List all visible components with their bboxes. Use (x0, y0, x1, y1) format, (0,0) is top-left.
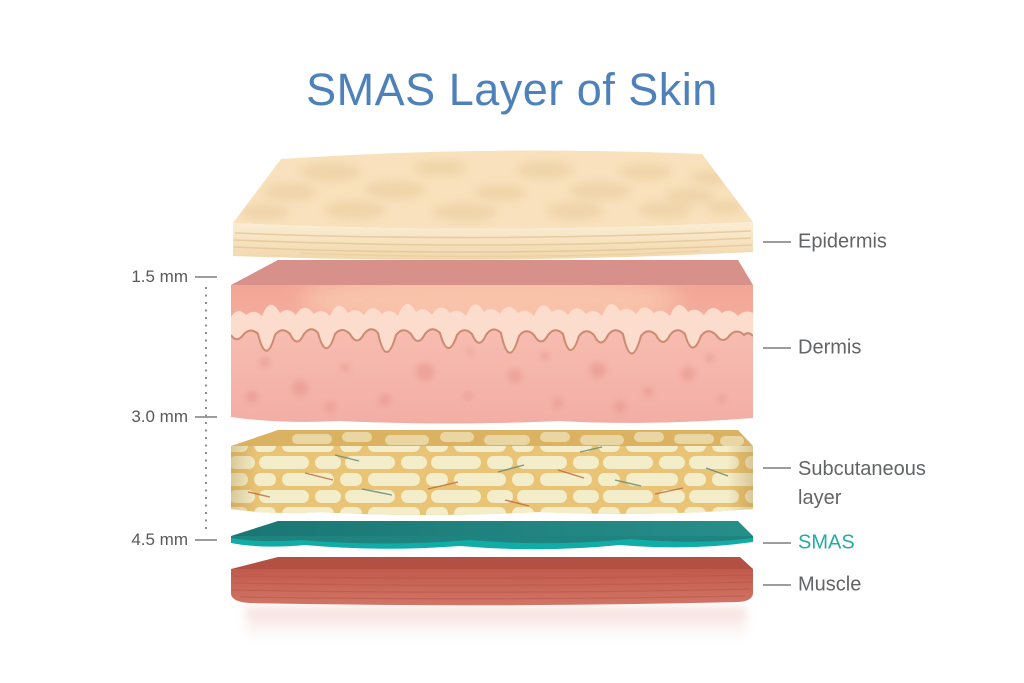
label-dermis: Dermis (798, 336, 862, 359)
smas-layer-graphic (231, 521, 753, 550)
epidermis-front-striations (233, 230, 753, 258)
stack-reflection (246, 608, 746, 648)
depth-scale (195, 276, 217, 541)
label-smas: SMAS (798, 531, 855, 554)
dermis-layer-graphic (231, 260, 753, 424)
measurement-3-0mm: 3.0 mm (131, 407, 188, 426)
subcutaneous-layer-graphic (231, 430, 753, 515)
label-subcutaneous-layer: Subcutaneous layer (798, 458, 926, 509)
subcutaneous-top-cells (292, 432, 744, 446)
muscle-striations (231, 574, 753, 600)
dermis-cell-spots (246, 349, 726, 413)
epidermis-freckle-spots (241, 160, 743, 221)
label-epidermis: Epidermis (798, 230, 887, 253)
dermal-epidermal-junction-line (231, 328, 753, 355)
muscle-layer-graphic (231, 557, 753, 606)
dermis-lower-region (231, 329, 753, 424)
measurement-4-5mm: 4.5 mm (131, 530, 188, 549)
measurement-1-5mm: 1.5 mm (131, 267, 188, 286)
epidermis-layer-graphic (233, 150, 753, 260)
page-title: SMAS Layer of Skin (306, 64, 718, 115)
label-leader-lines (763, 241, 791, 586)
label-muscle: Muscle (798, 573, 862, 596)
